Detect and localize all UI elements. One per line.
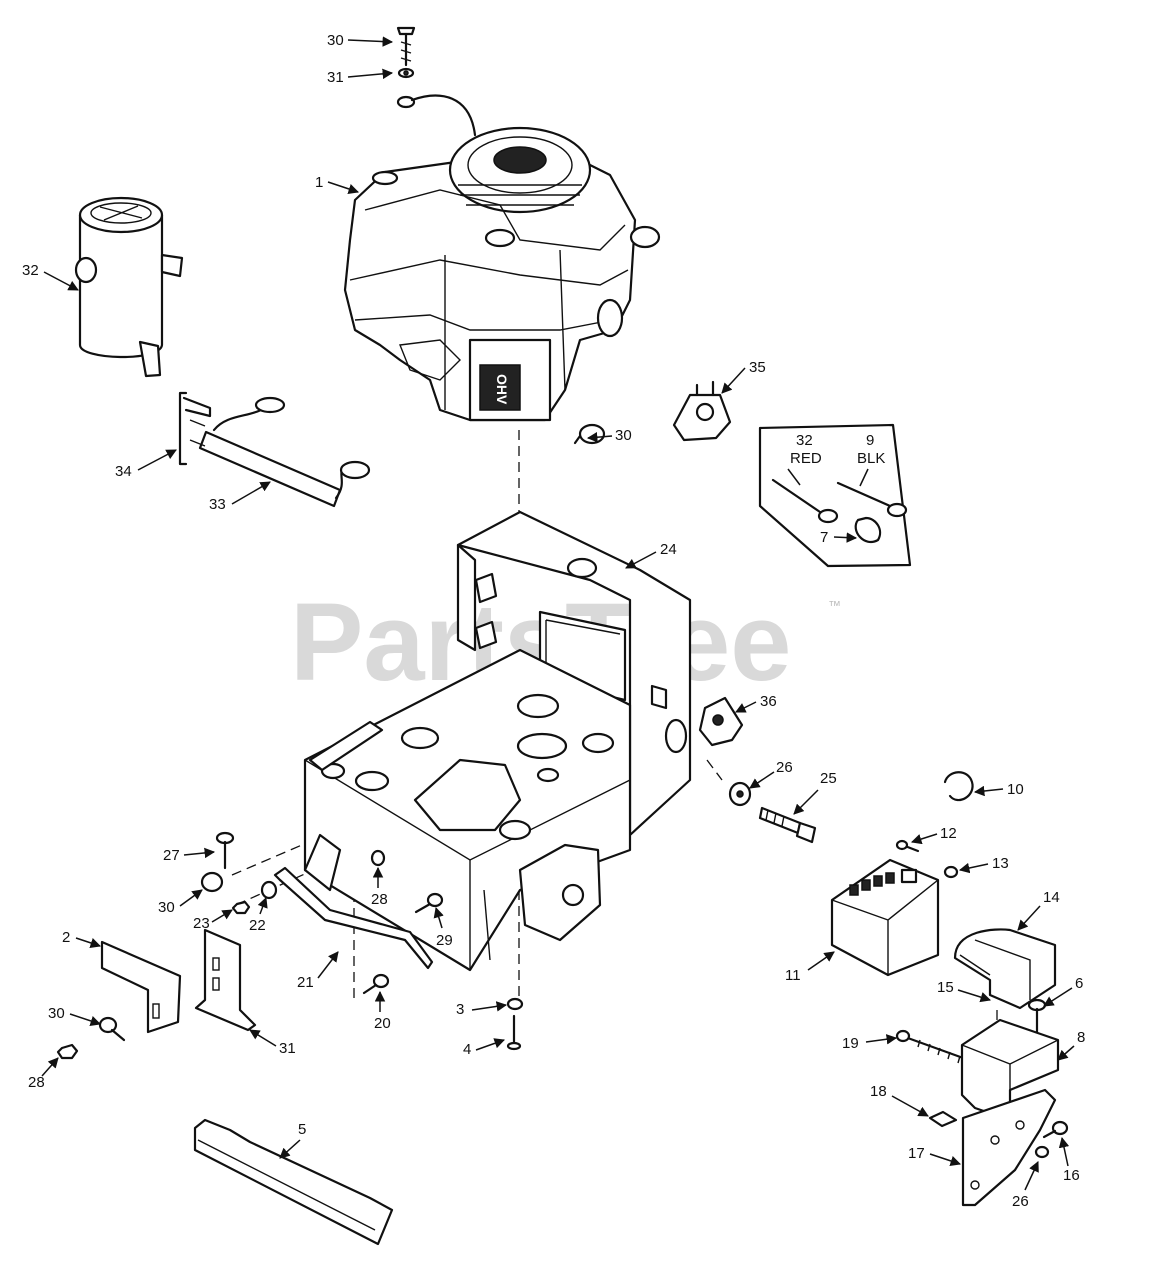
callout-30-engine: 30 (615, 427, 632, 444)
callout-8: 8 (1077, 1029, 1085, 1046)
snap-ring[interactable] (943, 771, 974, 802)
callout-37: 33 (209, 496, 226, 513)
callout-30-lower: 30 (48, 1005, 65, 1022)
hex-nut-23[interactable] (231, 900, 251, 915)
side-bracket[interactable] (194, 928, 257, 1032)
skid-plate[interactable] (193, 1118, 394, 1246)
callout-19: 19 (842, 1035, 859, 1052)
frame-bolt[interactable] (758, 806, 817, 844)
starter-solenoid[interactable] (672, 380, 732, 442)
ground-cable[interactable] (396, 94, 477, 137)
callout-38: 34 (115, 463, 132, 480)
screw-20[interactable] (362, 973, 390, 995)
battery-screw[interactable] (895, 839, 920, 853)
screw-29[interactable] (414, 892, 444, 914)
callout-13: 13 (992, 855, 1009, 872)
callout-23: 23 (193, 915, 210, 932)
cable-clip-lower[interactable] (98, 1016, 126, 1042)
callout-33: 36 (760, 693, 777, 710)
callout-3: 3 (456, 1001, 464, 1018)
washer-3[interactable] (506, 997, 524, 1011)
inset-wire-9-color: BLK (857, 450, 885, 467)
mount-plate[interactable] (961, 1088, 1057, 1207)
callout-11: 11 (785, 967, 801, 984)
callout-25: 25 (820, 770, 837, 787)
cover-bolt[interactable] (1027, 998, 1047, 1034)
callout-6: 6 (1075, 975, 1083, 992)
callout-20: 20 (374, 1015, 391, 1032)
callout-27: 27 (163, 847, 180, 864)
engine[interactable]: OHV (343, 126, 661, 422)
callouts: 30 31 1 32 35 30 34 33 7 24 36 26 25 10 … (22, 32, 1085, 1210)
callout-36: 32 (22, 262, 39, 279)
callout-10: 10 (1007, 781, 1024, 798)
battery-nut[interactable] (943, 865, 959, 879)
exhaust-bracket[interactable] (178, 391, 212, 466)
callout-26-frame: 26 (776, 759, 793, 776)
engine-plate-text: OHV (494, 374, 510, 405)
callout-18: 18 (870, 1083, 887, 1100)
callout-39: 35 (749, 359, 766, 376)
frame-spacer[interactable] (728, 781, 752, 807)
mount-nut[interactable] (1034, 1145, 1050, 1159)
cable-clip-front[interactable] (200, 871, 224, 893)
inset-wire-32-color: RED (790, 450, 822, 467)
callout-5: 5 (298, 1121, 306, 1138)
cable-clip-engine[interactable] (573, 423, 606, 445)
callout-16: 16 (1063, 1167, 1080, 1184)
callout-1: 1 (315, 174, 323, 191)
inset-wire-32-number: 32 (796, 432, 813, 449)
callout-2: 2 (62, 929, 70, 946)
bolt-4[interactable] (506, 1014, 522, 1051)
callout-24: 24 (660, 541, 677, 558)
exhaust-pipe[interactable] (198, 396, 371, 508)
main-frame[interactable] (303, 510, 692, 972)
hex-nut-28-upper[interactable] (370, 849, 386, 867)
ground-bolt[interactable] (396, 26, 416, 67)
battery-cover[interactable] (953, 928, 1057, 1010)
callout-4: 4 (463, 1041, 471, 1058)
battery[interactable] (830, 858, 940, 977)
callout-29: 29 (436, 932, 453, 949)
battery-cable-inset: 32 RED 9 BLK (758, 423, 912, 568)
hex-nut-28-lower[interactable] (56, 1043, 79, 1060)
callout-12: 12 (940, 825, 957, 842)
callout-22: 22 (249, 917, 266, 934)
callout-21: 21 (297, 974, 314, 991)
front-bracket[interactable] (273, 866, 434, 970)
cover-plate[interactable] (100, 940, 182, 1034)
inset-wire-9-number: 9 (866, 432, 874, 449)
callout-28-lower: 28 (28, 1074, 45, 1091)
callout-7: 7 (820, 529, 828, 546)
callout-28-upper: 28 (371, 891, 388, 908)
watermark-trademark: ™ (828, 598, 841, 613)
muffler[interactable] (74, 196, 184, 378)
callout-26-mount: 26 (1012, 1193, 1029, 1210)
callout-14: 14 (1043, 889, 1060, 906)
callout-30-front: 30 (158, 899, 175, 916)
mount-screw[interactable] (1042, 1120, 1069, 1139)
callout-15: 15 (937, 979, 954, 996)
tray-pad[interactable] (928, 1110, 958, 1128)
callout-31: 31 (279, 1040, 296, 1057)
ground-washer[interactable] (397, 67, 415, 79)
callout-35: 31 (327, 69, 344, 86)
washer-22[interactable] (260, 880, 278, 900)
battery-tray[interactable] (960, 1018, 1060, 1122)
callout-34: 30 (327, 32, 344, 49)
screw-27[interactable] (215, 831, 235, 870)
callout-17: 17 (908, 1145, 925, 1162)
frame-bracket[interactable] (698, 696, 744, 747)
